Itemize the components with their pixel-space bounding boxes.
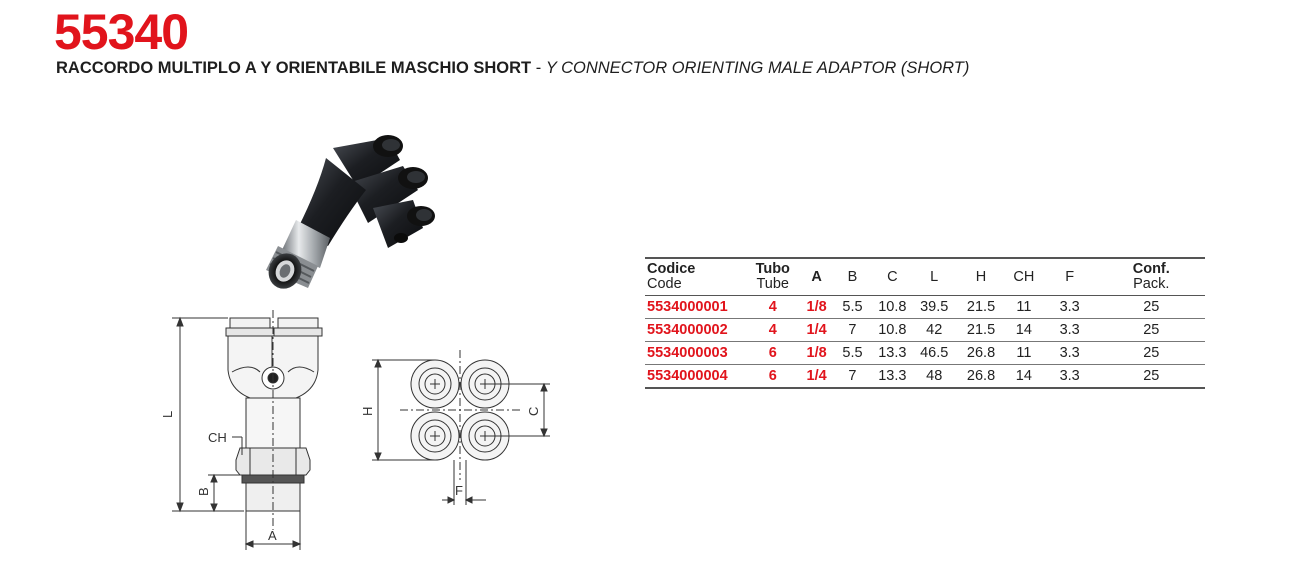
- title-separator: -: [531, 59, 546, 77]
- dim-label-a: A: [268, 528, 277, 543]
- dim-label-c: C: [526, 407, 541, 416]
- technical-drawing: L CH B A H C F: [160, 310, 550, 550]
- dim-label-f: F: [455, 483, 463, 498]
- product-code: 55340: [54, 4, 189, 60]
- col-header-ch: CH: [1005, 257, 1042, 296]
- title-english: Y CONNECTOR ORIENTING MALE ADAPTOR (SHOR…: [545, 59, 970, 77]
- col-header-h: H: [956, 257, 1006, 296]
- col-header-l: L: [912, 257, 957, 296]
- product-photo: [266, 135, 435, 289]
- col-header-c: C: [872, 257, 913, 296]
- dim-label-ch: CH: [208, 430, 227, 445]
- dim-label-l: L: [160, 411, 175, 418]
- dim-label-b: B: [196, 487, 211, 496]
- col-header-f: F: [1041, 257, 1098, 296]
- product-title: RACCORDO MULTIPLO A Y ORIENTABILE MASCHI…: [56, 58, 969, 78]
- dim-label-h: H: [360, 407, 375, 416]
- col-header-pack: Conf.Pack.: [1097, 257, 1205, 296]
- col-header-a: A: [800, 257, 833, 296]
- col-header-b: B: [832, 257, 873, 296]
- title-italian: RACCORDO MULTIPLO A Y ORIENTABILE MASCHI…: [56, 59, 532, 77]
